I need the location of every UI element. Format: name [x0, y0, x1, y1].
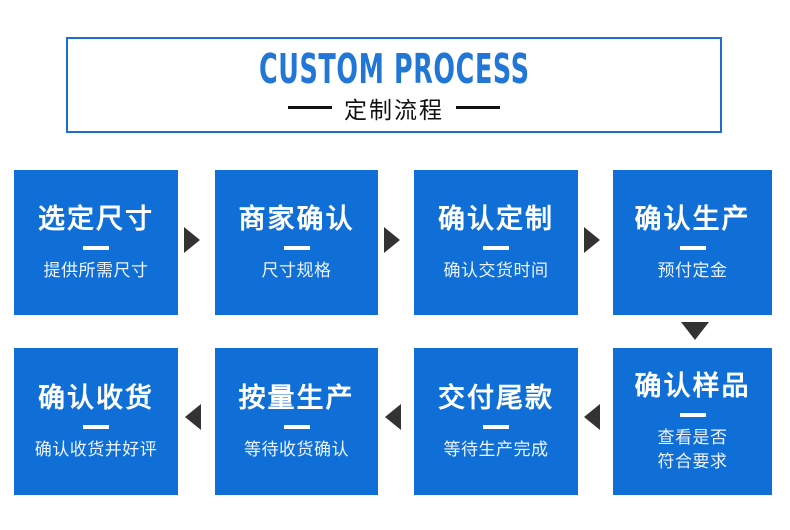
card-desc: 尺寸规格: [261, 260, 332, 281]
card-content: 确认样品 查看是否 符合要求: [613, 370, 772, 474]
card-content: 按量生产 等待收货确认: [215, 382, 378, 462]
card-divider: [483, 424, 509, 429]
process-step-card-4[interactable]: 确认生产 预付定金: [613, 170, 772, 315]
card-content: 商家确认 尺寸规格: [215, 203, 378, 283]
header-box: CUSTOM PROCESS 定制流程: [66, 37, 722, 133]
card-title: 商家确认: [238, 203, 355, 235]
subtitle-rule-left: [288, 106, 332, 109]
card-content: 确认收货 确认收货并好评: [14, 382, 178, 462]
card-divider: [483, 245, 509, 250]
card-desc: 提供所需尺寸: [43, 260, 149, 281]
card-divider: [83, 245, 109, 250]
arrow-left-icon: [185, 404, 201, 430]
process-step-card-6[interactable]: 交付尾款 等待生产完成: [414, 348, 578, 495]
process-step-card-7[interactable]: 按量生产 等待收货确认: [215, 348, 378, 495]
process-step-card-1[interactable]: 选定尺寸 提供所需尺寸: [14, 170, 178, 315]
arrow-right-icon: [384, 227, 400, 253]
card-divider: [283, 245, 310, 250]
page-subtitle-text: 定制流程: [344, 97, 444, 124]
card-title: 确认生产: [634, 203, 751, 235]
card-desc: 预付定金: [657, 260, 728, 281]
card-divider: [83, 424, 109, 429]
card-desc-line2: 符合要求: [657, 451, 728, 472]
card-title: 确认定制: [438, 203, 554, 235]
card-content: 确认生产 预付定金: [613, 203, 772, 283]
arrow-right-icon: [584, 227, 600, 253]
card-title: 按量生产: [238, 382, 355, 414]
arrow-right-icon: [184, 227, 200, 253]
page-title-text: CUSTOM PROCESS: [258, 45, 530, 93]
card-content: 交付尾款 等待生产完成: [414, 382, 578, 462]
arrow-down-icon: [681, 322, 709, 340]
card-desc: 等待生产完成: [443, 439, 549, 460]
arrow-left-icon: [385, 404, 401, 430]
process-step-card-5[interactable]: 确认样品 查看是否 符合要求: [613, 348, 772, 495]
card-title: 交付尾款: [438, 382, 554, 414]
card-divider: [283, 424, 310, 429]
card-desc: 等待收货确认: [244, 439, 349, 460]
card-desc: 确认交货时间: [443, 260, 549, 281]
arrow-left-icon: [584, 404, 600, 430]
card-title: 确认收货: [38, 382, 154, 414]
process-step-card-2[interactable]: 商家确认 尺寸规格: [215, 170, 378, 315]
page-title: CUSTOM PROCESS: [68, 47, 720, 91]
subtitle-rule-right: [456, 106, 500, 109]
card-desc: 查看是否: [657, 427, 728, 448]
card-content: 确认定制 确认交货时间: [414, 203, 578, 283]
card-divider: [679, 412, 706, 417]
process-step-card-8[interactable]: 确认收货 确认收货并好评: [14, 348, 178, 495]
page-subtitle: 定制流程: [68, 95, 720, 126]
card-title: 选定尺寸: [38, 203, 154, 235]
card-content: 选定尺寸 提供所需尺寸: [14, 203, 178, 283]
card-divider: [679, 245, 706, 250]
card-title: 确认样品: [634, 370, 751, 402]
process-step-card-3[interactable]: 确认定制 确认交货时间: [414, 170, 578, 315]
card-desc: 确认收货并好评: [34, 439, 158, 460]
